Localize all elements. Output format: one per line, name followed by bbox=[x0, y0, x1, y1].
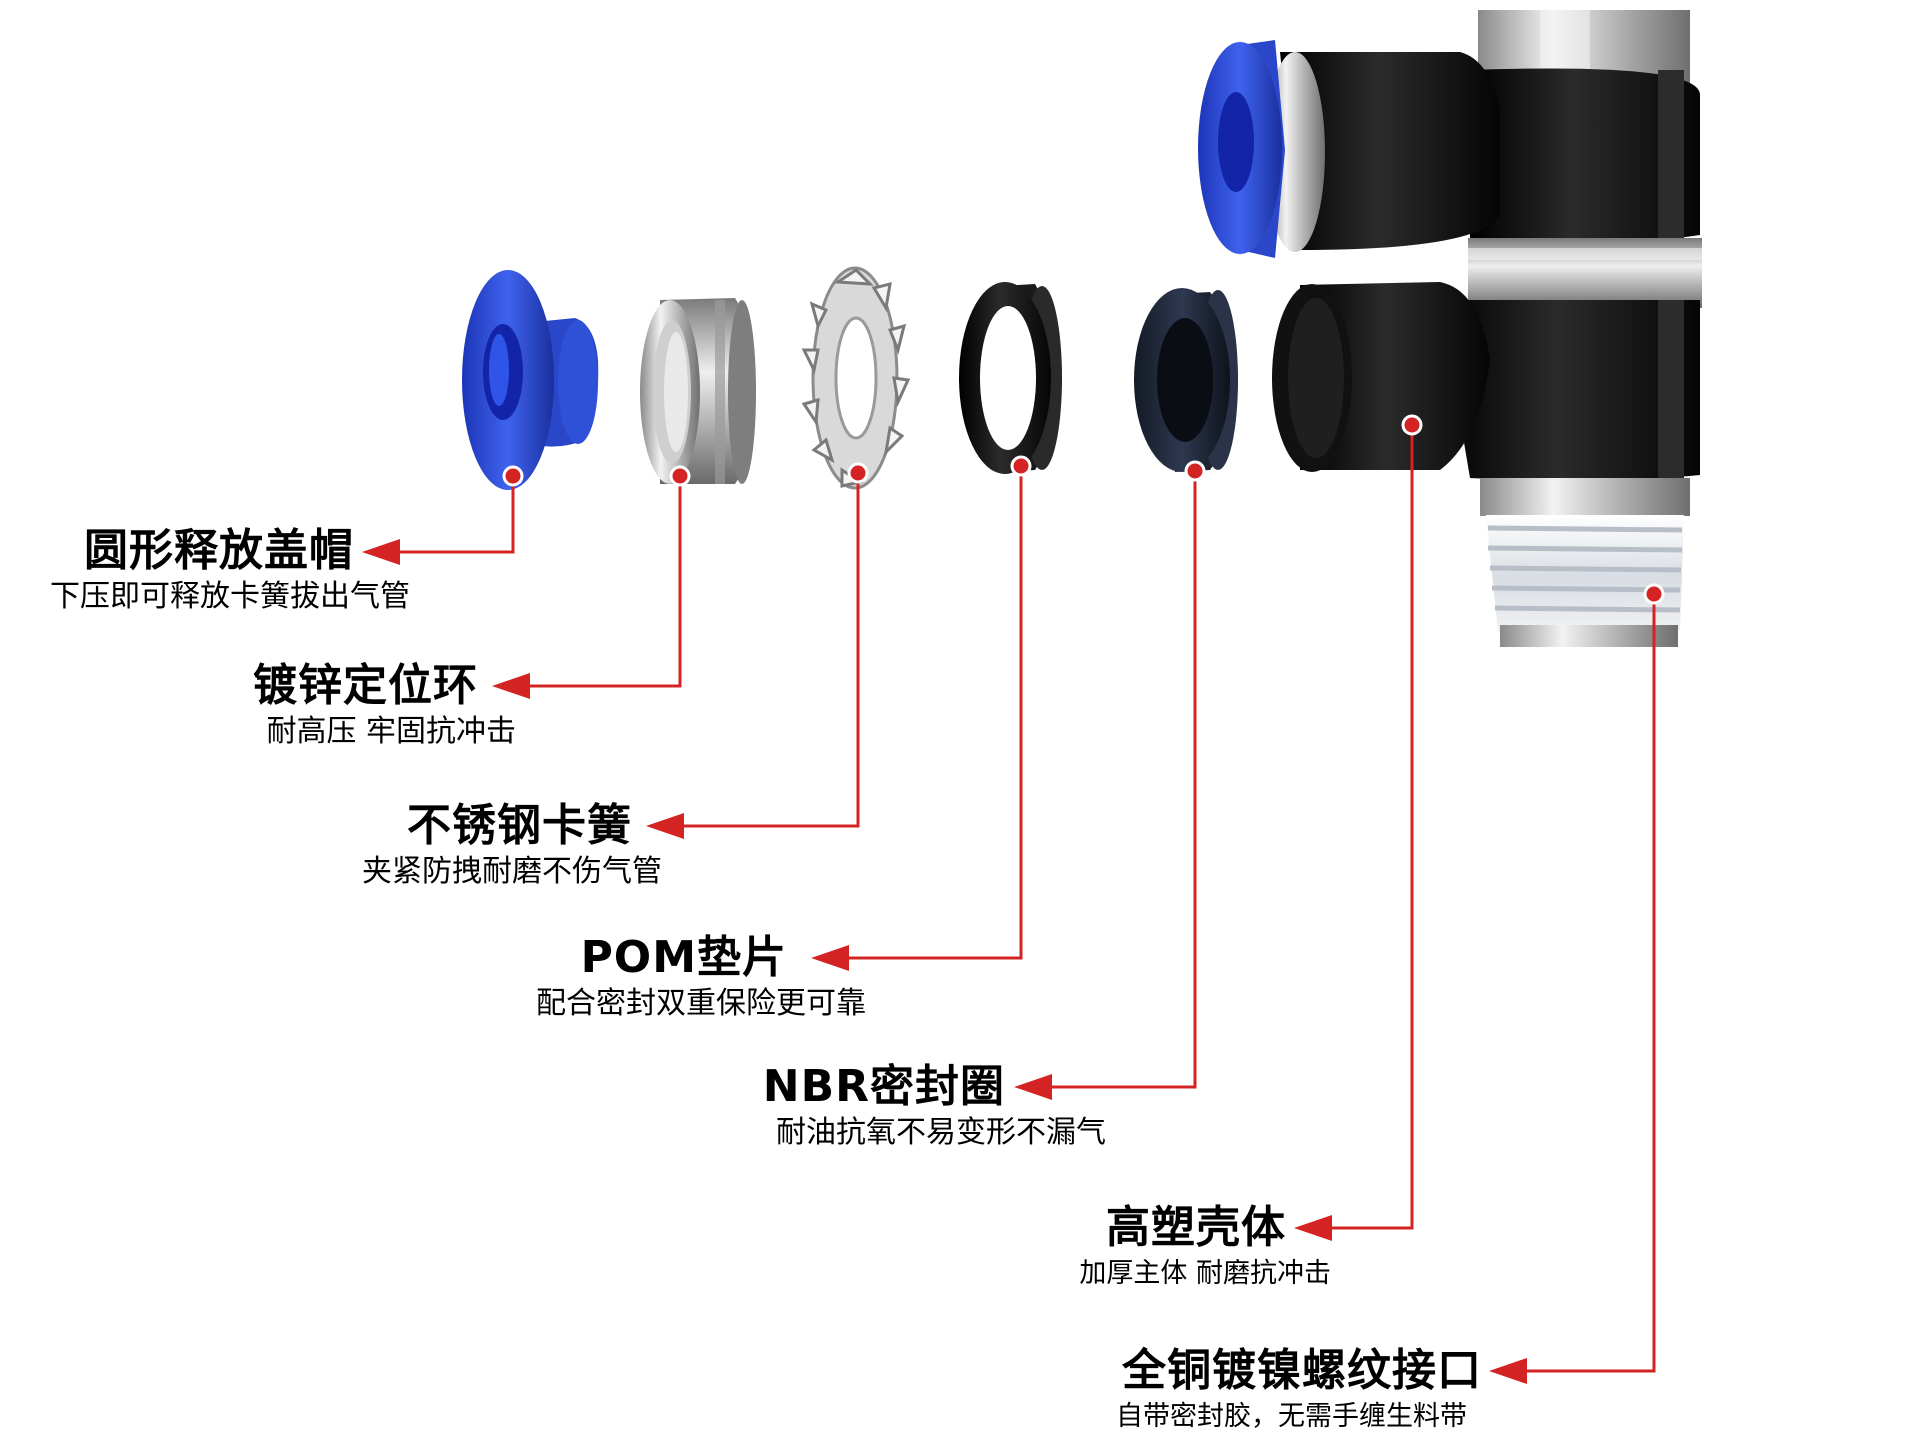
leader-line-positioning-ring bbox=[508, 476, 682, 688]
leader-line-release-cap bbox=[378, 482, 515, 554]
callout-title: POM垫片 bbox=[580, 932, 787, 983]
leader-dot bbox=[1401, 414, 1423, 436]
callout-pom-washer: POM垫片 配合密封双重保险更可靠 bbox=[536, 932, 866, 1024]
callout-release-cap: 圆形释放盖帽 下压即可释放卡簧拔出气管 bbox=[50, 525, 410, 617]
leader-line-plastic-body bbox=[1310, 425, 1414, 1230]
leader-line-thread-connector bbox=[1505, 594, 1656, 1373]
arrow-head bbox=[1014, 1074, 1052, 1100]
leader-dot bbox=[669, 465, 691, 487]
callout-title: 圆形释放盖帽 bbox=[84, 525, 354, 576]
leader-dot bbox=[1184, 460, 1206, 482]
leader-dot bbox=[1010, 455, 1032, 477]
leader-dot bbox=[1643, 583, 1665, 605]
callout-title: 不锈钢卡簧 bbox=[407, 800, 632, 851]
callout-desc: 自带密封胶，无需手缠生料带 bbox=[1116, 1401, 1467, 1432]
plastic-body-part bbox=[1198, 10, 1702, 481]
callout-nbr-seal: NBR密封圈 耐油抗氧不易变形不漏气 bbox=[762, 1061, 1106, 1153]
leader-line-retaining-clip bbox=[662, 473, 860, 828]
callout-desc: 配合密封双重保险更可靠 bbox=[536, 986, 866, 1021]
callout-title: NBR密封圈 bbox=[762, 1061, 1005, 1112]
leader-dots bbox=[502, 414, 1665, 605]
retaining-clip-part bbox=[801, 266, 911, 490]
callout-desc: 加厚主体 耐磨抗冲击 bbox=[1079, 1258, 1331, 1289]
arrow-head bbox=[811, 945, 849, 971]
callout-positioning-ring: 镀锌定位环 耐高压 牢固抗冲击 bbox=[253, 660, 516, 752]
callout-desc: 夹紧防拽耐磨不伤气管 bbox=[362, 854, 662, 889]
leader-lines bbox=[378, 425, 1656, 1373]
arrow-head bbox=[1489, 1358, 1527, 1384]
callout-desc: 耐油抗氧不易变形不漏气 bbox=[776, 1115, 1106, 1150]
arrow-head bbox=[492, 673, 530, 699]
leader-line-nbr-seal bbox=[1030, 471, 1197, 1089]
arrow-head bbox=[646, 813, 684, 839]
leader-dot bbox=[847, 462, 869, 484]
leader-line-pom-washer bbox=[827, 466, 1023, 960]
pom-washer-part bbox=[959, 282, 1062, 474]
callout-thread-connector: 全铜镀镍螺纹接口 自带密封胶，无需手缠生料带 bbox=[1116, 1345, 1482, 1437]
positioning-ring-part bbox=[640, 298, 756, 484]
release-cap-part bbox=[462, 270, 599, 490]
arrow-head bbox=[362, 539, 400, 565]
arrow-head bbox=[1294, 1215, 1332, 1241]
callout-title: 镀锌定位环 bbox=[253, 660, 478, 711]
callout-plastic-body: 高塑壳体 加厚主体 耐磨抗冲击 bbox=[1079, 1202, 1331, 1294]
leader-arrows bbox=[362, 539, 1527, 1384]
nbr-seal-part bbox=[1134, 288, 1238, 472]
thread-connector-part bbox=[1480, 478, 1690, 647]
callout-title: 高塑壳体 bbox=[1106, 1202, 1286, 1253]
callout-title: 全铜镀镍螺纹接口 bbox=[1122, 1345, 1482, 1396]
callout-desc: 下压即可释放卡簧拔出气管 bbox=[50, 579, 410, 614]
callout-desc: 耐高压 牢固抗冲击 bbox=[266, 714, 516, 749]
callout-retaining-clip: 不锈钢卡簧 夹紧防拽耐磨不伤气管 bbox=[362, 800, 662, 892]
leader-dot bbox=[502, 465, 524, 487]
